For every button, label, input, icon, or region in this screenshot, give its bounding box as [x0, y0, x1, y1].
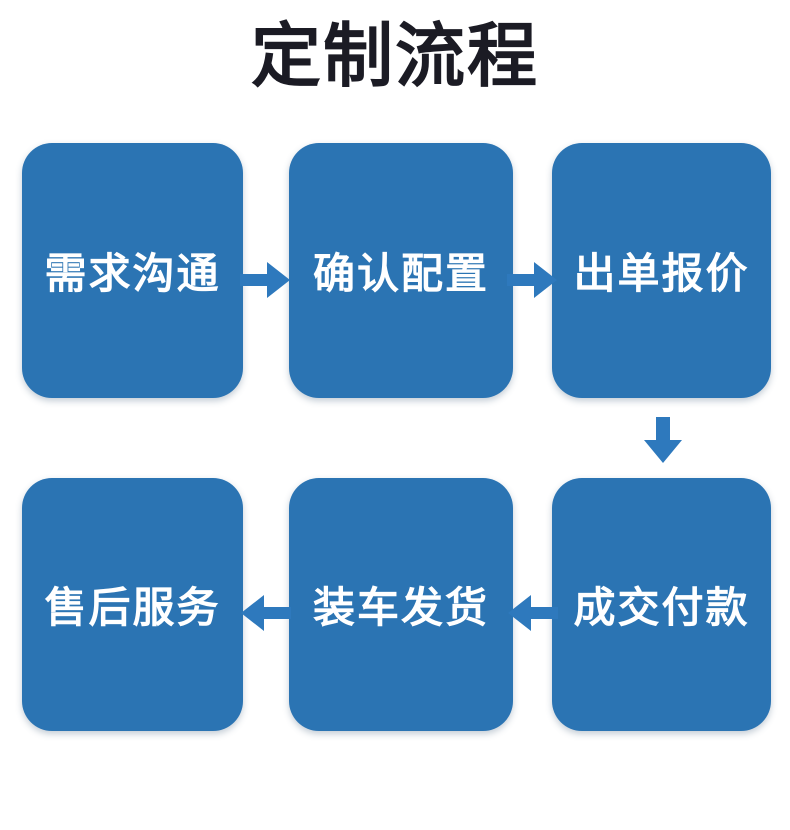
- flow-step-label: 出单报价: [573, 250, 750, 297]
- flow-step-label: 售后服务: [44, 584, 221, 631]
- arrow-down-icon: [643, 417, 683, 463]
- flow-step-label: 成交付款: [573, 584, 750, 631]
- flow-step-requirements: 需求沟通: [22, 143, 243, 398]
- flow-step-after-sales: 售后服务: [22, 478, 243, 731]
- page-title: 定制流程: [251, 17, 539, 95]
- flow-step-label: 确认配置: [312, 250, 489, 297]
- arrow-right-icon: [240, 260, 290, 300]
- flow-step-label: 需求沟通: [44, 250, 221, 297]
- flow-step-payment: 成交付款: [552, 478, 771, 731]
- flow-step-shipping: 装车发货: [289, 478, 513, 731]
- arrow-left-icon: [241, 593, 291, 633]
- flow-step-quote: 出单报价: [552, 143, 771, 398]
- arrow-left-icon: [508, 593, 558, 633]
- flow-step-confirm-config: 确认配置: [289, 143, 513, 398]
- arrow-right-icon: [507, 260, 557, 300]
- flow-step-label: 装车发货: [312, 584, 489, 631]
